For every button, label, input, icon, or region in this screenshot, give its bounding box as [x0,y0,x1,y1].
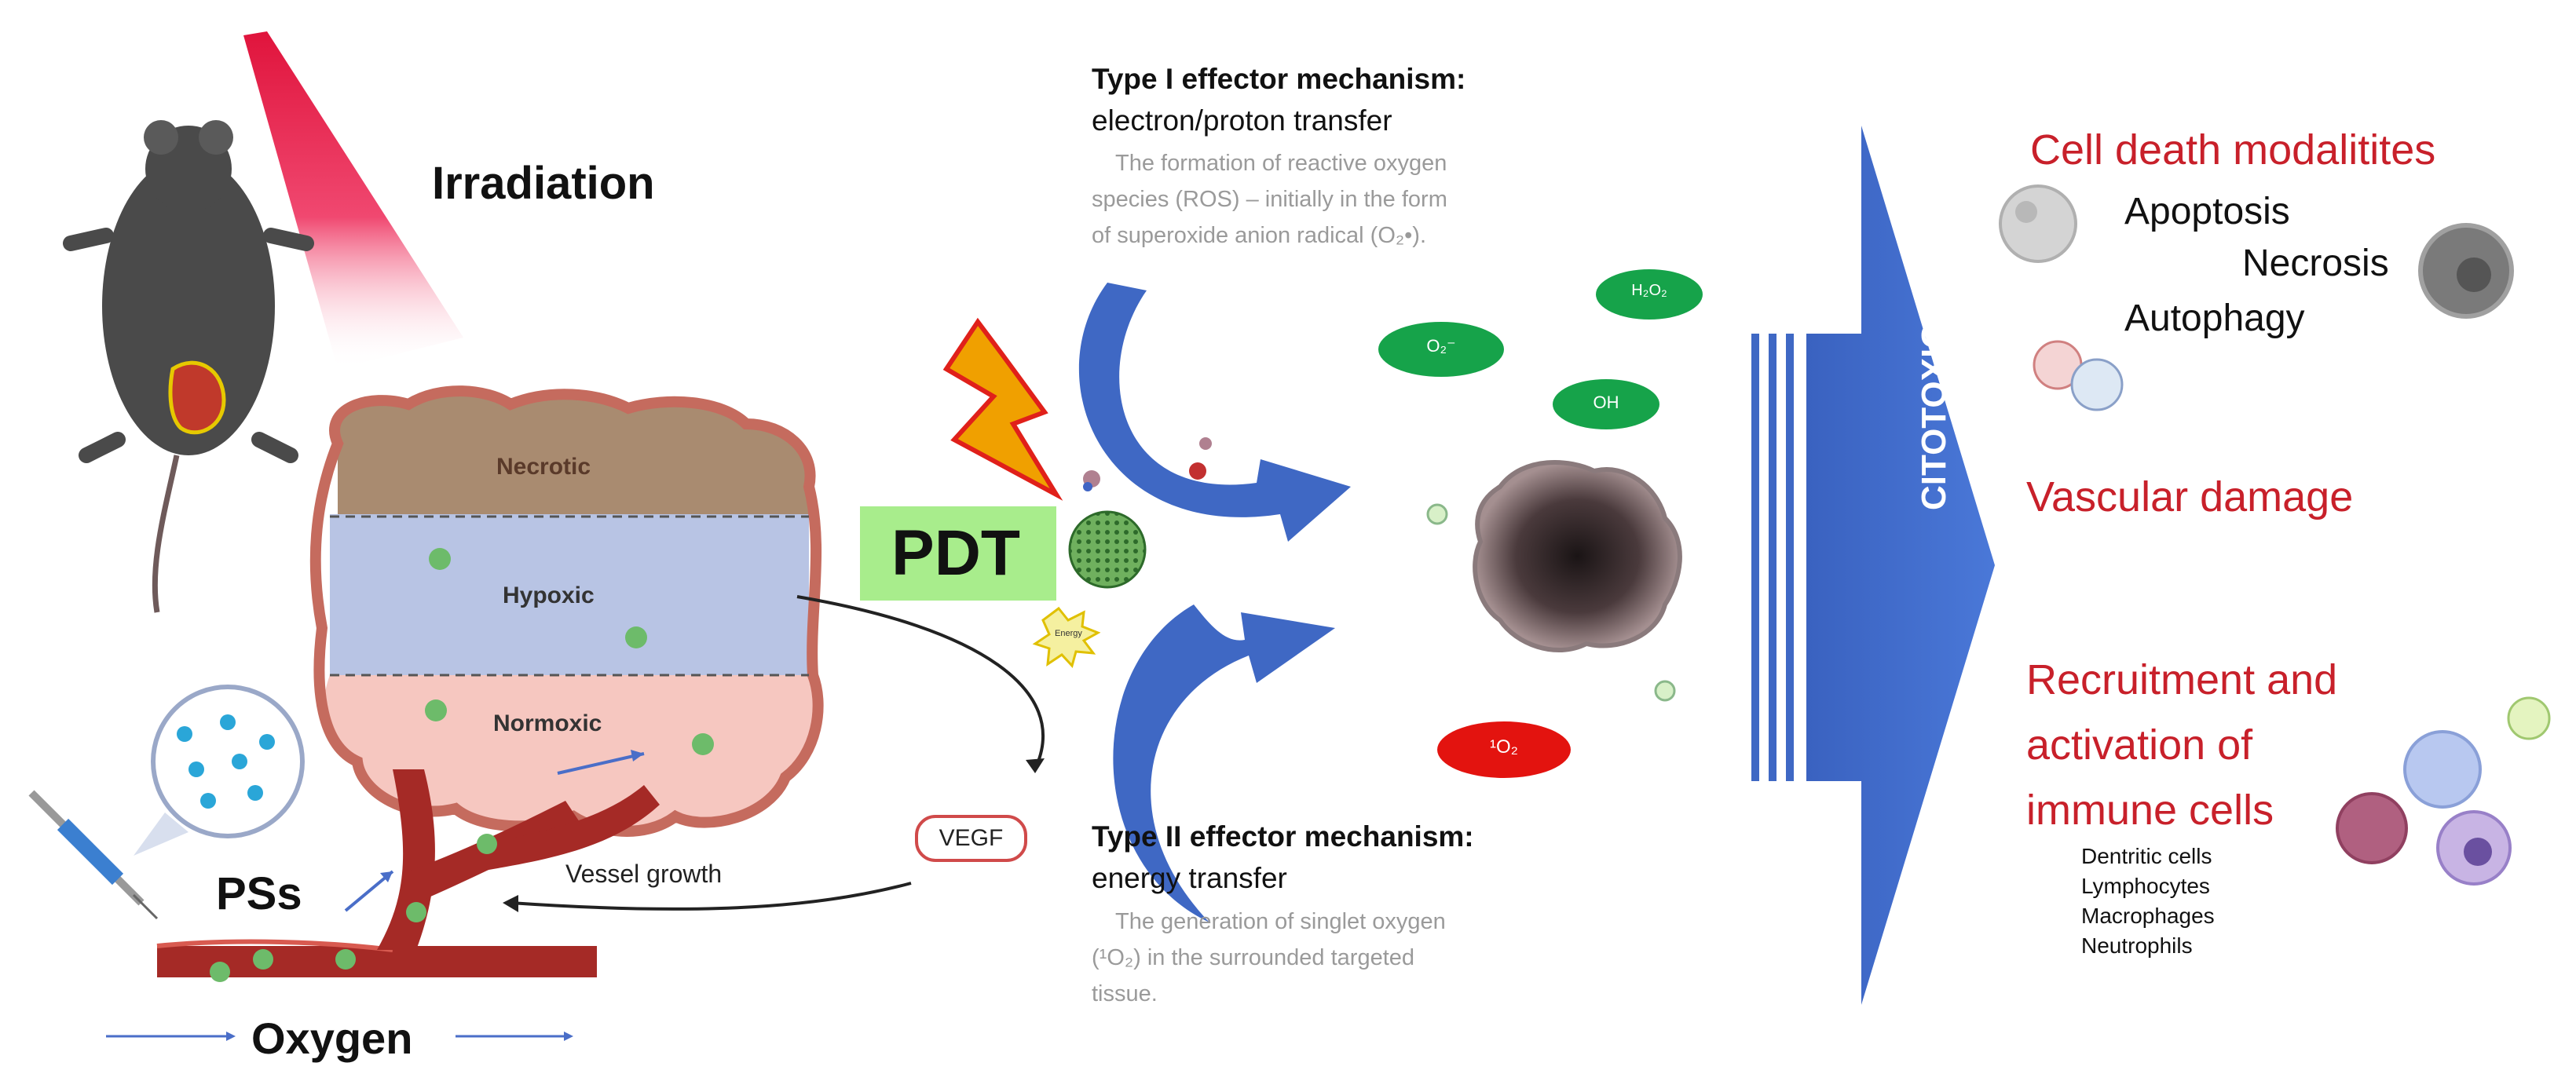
irradiation-beam [243,31,463,369]
h2o2-label: H₂O₂ [1631,282,1667,299]
small-cell-icon [1654,680,1676,702]
type2-title: Type II effector mechanism: [1092,820,1474,853]
pss-label: PSs [216,868,302,919]
tumor-icon [309,385,824,837]
o2-radical-label: O₂⁻ [1426,336,1456,356]
type2-curved-arrow [1113,604,1335,922]
immune-cell-item: Lymphocytes [2081,874,2210,898]
type1-desc-line1: The formation of reactive oxygen [1115,151,1447,176]
lightning-icon [942,317,1063,501]
oxygen-label: Oxygen [251,1013,413,1063]
syringe-icon [28,790,159,920]
apoptosis-label: Apoptosis [2124,191,2290,232]
oxygen-arrows [106,1032,573,1041]
apoptosis-cell-icon [1999,184,2077,263]
immune-cells-icon [2336,696,2551,886]
citotoxicity-arrow [1751,126,1995,1005]
energy-burst-icon [1032,606,1101,668]
immune-heading-line3: immune cells [2026,787,2274,834]
immune-heading-line2: activation of [2026,721,2253,769]
type1-subtitle: electron/proton transfer [1092,104,1392,137]
immune-cell-item: Neutrophils [2081,933,2193,958]
normoxic-label: Normoxic [493,710,602,736]
type1-desc-line3: of superoxide anion radical (O₂•). [1092,223,1427,248]
type2-desc-line2: (¹O₂) in the surrounded targeted [1092,945,1415,970]
dark-tumor-cell-icon [1473,459,1682,652]
small-cell-icon [1426,503,1448,525]
hypoxic-label: Hypoxic [503,582,595,608]
irradiation-label: Irradiation [432,158,655,209]
oh-oval [1553,379,1659,429]
type2-desc-line3: tissue. [1092,981,1158,1006]
necrosis-label: Necrosis [2242,243,2389,284]
type1-curved-arrow [1078,283,1351,542]
necrotic-label: Necrotic [496,454,591,480]
hypoxia-to-vegf-arrow [796,595,1045,766]
vascular-damage-label: Vascular damage [2026,473,2354,520]
singlet-oxygen-oval [1437,721,1571,778]
type1-title: Type I effector mechanism: [1092,63,1466,95]
autophagy-label: Autophagy [2124,298,2305,339]
vessel-growth-arrow [510,882,912,911]
energy-label: Energy [1055,629,1082,638]
immune-cell-item: Dentritic cells [2081,844,2212,868]
citotoxicity-label: CITOTOXICITY [1915,269,1953,510]
singlet-oxygen-label: ¹O₂ [1490,736,1518,758]
photosensitizer-ball [1068,510,1147,589]
photosensitizer-magnified [134,685,305,856]
type2-subtitle: energy transfer [1092,862,1287,894]
pdt-box [860,506,1056,601]
immune-heading-line1: Recruitment and [2026,656,2338,703]
vegf-badge: VEGF [915,815,1027,862]
immune-cell-item: Macrophages [2081,904,2215,928]
type2-desc-line1: The generation of singlet oxygen [1115,909,1446,934]
blood-vessel [156,769,660,982]
h2o2-oval [1596,269,1703,320]
oh-label: OH [1593,393,1619,412]
pdt-label: PDT [891,517,1020,589]
vessel-growth-label: Vessel growth [565,860,723,888]
mouse-icon [63,120,314,613]
o2-radical-oval [1378,322,1504,377]
cell-death-heading: Cell death modalitites [2030,126,2436,173]
type1-desc-line2: species (ROS) – initially in the form [1092,187,1447,212]
